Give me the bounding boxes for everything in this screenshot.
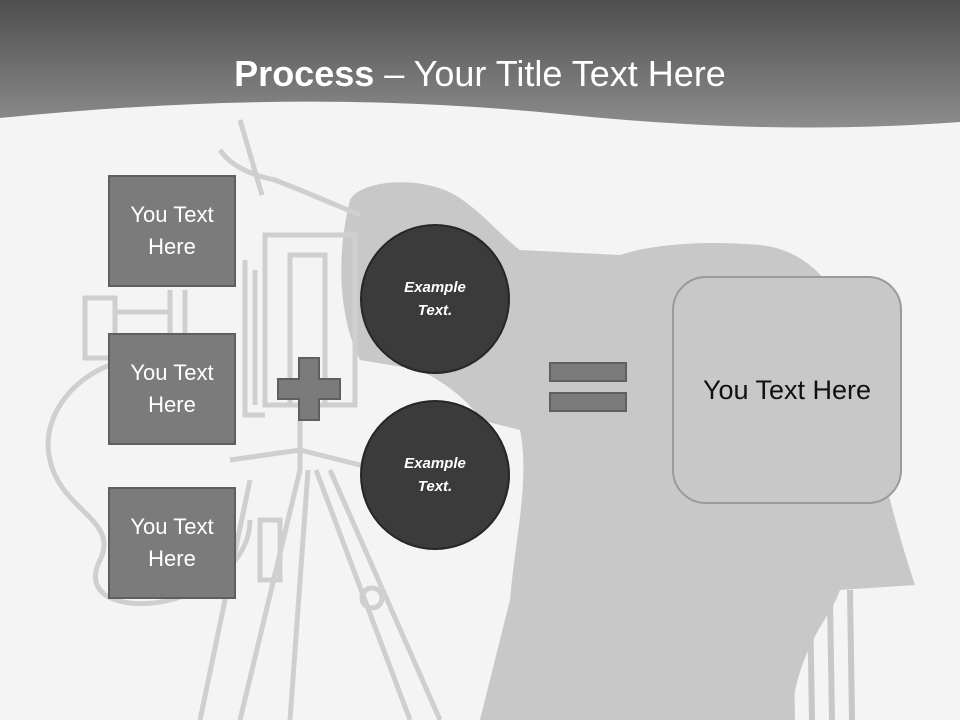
page-title: Process – Your Title Text Here — [0, 52, 960, 96]
input-box-1[interactable]: You Text Here — [108, 175, 236, 287]
plus-icon — [277, 357, 341, 421]
input-box-label: You Text Here — [130, 360, 214, 417]
equals-bar-top — [549, 362, 627, 382]
header-band — [0, 0, 960, 128]
example-circle-1[interactable]: Example Text. — [360, 224, 510, 374]
input-box-label: You Text Here — [130, 202, 214, 259]
example-circle-2[interactable]: Example Text. — [360, 400, 510, 550]
circle-label: Example Text. — [404, 455, 466, 495]
input-box-label: You Text Here — [130, 514, 214, 571]
title-bold: Process — [234, 53, 375, 94]
equals-bar-bottom — [549, 392, 627, 412]
input-box-3[interactable]: You Text Here — [108, 487, 236, 599]
result-box[interactable]: You Text Here — [672, 276, 902, 504]
circle-label: Example Text. — [404, 279, 466, 319]
input-box-2[interactable]: You Text Here — [108, 333, 236, 445]
title-rest: – Your Title Text Here — [374, 53, 726, 94]
result-label: You Text Here — [702, 374, 872, 405]
